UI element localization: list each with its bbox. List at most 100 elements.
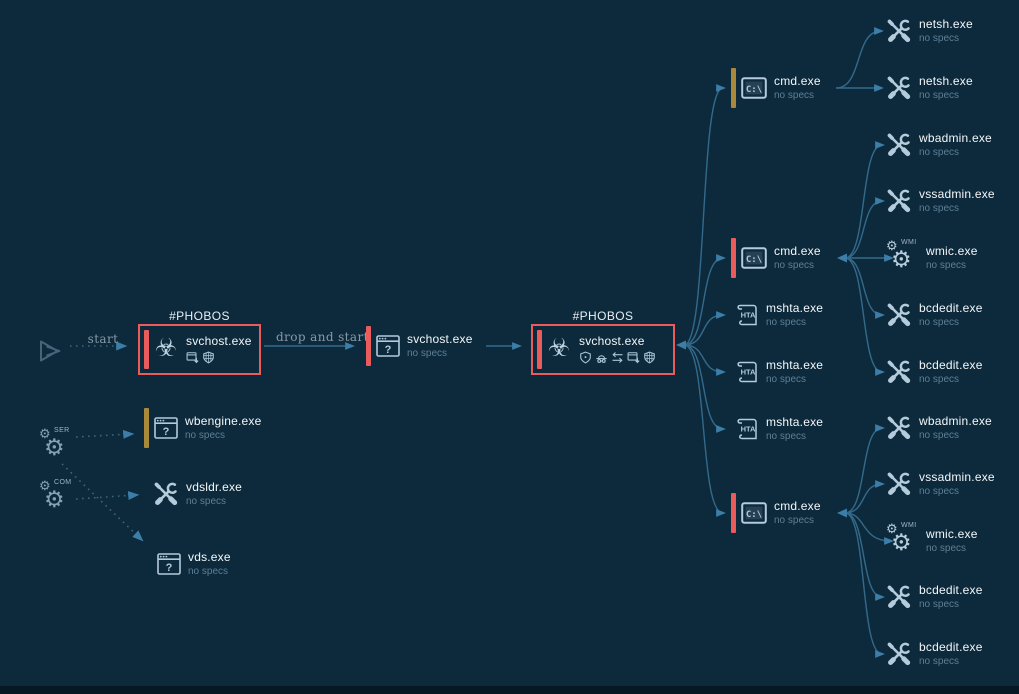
- process-name: mshta.exe: [766, 357, 824, 372]
- process-node-cmd-1[interactable]: cmd.exe no specs: [731, 68, 821, 108]
- ser-label: SER: [54, 427, 70, 434]
- process-name: wbadmin.exe: [919, 413, 992, 428]
- process-specs: no specs: [766, 374, 807, 386]
- process-node-mshta-2[interactable]: mshta.exe no specs: [733, 352, 823, 392]
- tools-icon: [886, 415, 912, 441]
- process-name: bcdedit.exe: [919, 639, 983, 654]
- process-node-wmic-1[interactable]: ⚙⚙WMI wmic.exe no specs: [886, 238, 978, 278]
- process-node-cmd-3[interactable]: cmd.exe no specs: [731, 493, 821, 533]
- process-name: vssadmin.exe: [919, 186, 995, 201]
- process-specs: no specs: [774, 260, 815, 272]
- process-specs: no specs: [919, 33, 960, 45]
- process-name: cmd.exe: [774, 498, 821, 513]
- process-specs: no specs: [926, 543, 967, 555]
- process-node-wmic-2[interactable]: ⚙⚙WMI wmic.exe no specs: [886, 521, 978, 561]
- bottom-edge-strip: [0, 686, 1019, 694]
- process-name: netsh.exe: [919, 16, 973, 31]
- tools-icon: [886, 584, 912, 610]
- wmi-label: WMI: [901, 522, 917, 529]
- process-node-vds[interactable]: vds.exe no specs: [157, 544, 231, 584]
- malware-tag: #PHOBOS: [572, 309, 634, 323]
- process-badges: [579, 351, 656, 364]
- process-name: wmic.exe: [926, 526, 978, 541]
- process-name: vds.exe: [188, 549, 231, 564]
- process-specs: no specs: [919, 374, 960, 386]
- window-question-icon: [157, 553, 181, 575]
- alert-bar: [731, 493, 736, 533]
- run-root-node: [38, 331, 64, 371]
- tools-icon: [886, 359, 912, 385]
- process-node-svchost-phobos-2[interactable]: #PHOBOS ☣ svchost.exe: [531, 309, 675, 375]
- hta-scroll-icon: [733, 303, 759, 327]
- process-specs: no specs: [186, 496, 227, 508]
- process-name: cmd.exe: [774, 73, 821, 88]
- process-specs: no specs: [919, 599, 960, 611]
- process-node-svchost-phobos-1[interactable]: #PHOBOS ☣ svchost.exe: [138, 309, 261, 375]
- process-node-wbadmin-1[interactable]: wbadmin.exe no specs: [886, 125, 992, 165]
- alert-bar: [731, 238, 736, 278]
- process-node-svchost-2[interactable]: svchost.exe no specs: [366, 326, 473, 366]
- process-node-mshta-1[interactable]: mshta.exe no specs: [733, 295, 823, 335]
- process-specs: no specs: [919, 147, 960, 159]
- process-node-vssadmin-1[interactable]: vssadmin.exe no specs: [886, 181, 995, 221]
- edge-label-drop-and-start: drop and start: [276, 330, 369, 344]
- process-specs: no specs: [919, 430, 960, 442]
- process-specs: no specs: [774, 515, 815, 527]
- process-name: mshta.exe: [766, 414, 824, 429]
- process-node-bcdedit-2[interactable]: bcdedit.exe no specs: [886, 352, 983, 392]
- process-node-netsh-2[interactable]: netsh.exe no specs: [886, 68, 973, 108]
- swap-arrows-icon: [611, 351, 624, 364]
- tools-icon: [886, 75, 912, 101]
- process-name: mshta.exe: [766, 300, 824, 315]
- process-specs: no specs: [919, 317, 960, 329]
- biohazard-icon: ☣: [154, 334, 178, 362]
- process-specs: no specs: [774, 90, 815, 102]
- process-node-vssadmin-2[interactable]: vssadmin.exe no specs: [886, 464, 995, 504]
- com-root-node[interactable]: ⚙⚙COM: [39, 478, 72, 520]
- cmd-icon: [741, 247, 767, 269]
- process-node-mshta-3[interactable]: mshta.exe no specs: [733, 409, 823, 449]
- tools-icon: [886, 641, 912, 667]
- process-node-bcdedit-4[interactable]: bcdedit.exe no specs: [886, 634, 983, 674]
- process-node-netsh-1[interactable]: netsh.exe no specs: [886, 11, 973, 51]
- tools-icon: [886, 471, 912, 497]
- process-name: svchost.exe: [186, 333, 252, 348]
- process-node-vdsldr[interactable]: vdsldr.exe no specs: [153, 474, 242, 514]
- gears-icon: ⚙⚙COM: [39, 478, 72, 512]
- process-specs: no specs: [188, 566, 229, 578]
- process-node-wbengine[interactable]: wbengine.exe no specs: [144, 408, 261, 448]
- stealing-icon: [595, 351, 608, 364]
- process-specs: no specs: [919, 90, 960, 102]
- process-node-cmd-2[interactable]: cmd.exe no specs: [731, 238, 821, 278]
- window-question-icon: [376, 335, 400, 357]
- process-badges: [186, 351, 252, 364]
- process-node-bcdedit-3[interactable]: bcdedit.exe no specs: [886, 577, 983, 617]
- process-specs: no specs: [919, 203, 960, 215]
- process-specs: no specs: [185, 430, 226, 442]
- process-node-bcdedit-1[interactable]: bcdedit.exe no specs: [886, 295, 983, 335]
- process-specs: no specs: [919, 486, 960, 498]
- process-node-wbadmin-2[interactable]: wbadmin.exe no specs: [886, 408, 992, 448]
- alert-bar: [144, 330, 149, 369]
- checkered-shield-icon: [643, 351, 656, 364]
- alert-bar: [366, 326, 371, 366]
- checkered-shield-icon: [202, 351, 215, 364]
- hta-scroll-icon: [733, 360, 759, 384]
- drops-exe-icon: [186, 351, 199, 364]
- process-specs: no specs: [766, 431, 807, 443]
- com-label: COM: [54, 479, 72, 486]
- process-name: bcdedit.exe: [919, 582, 983, 597]
- process-name: svchost.exe: [407, 331, 473, 346]
- tools-icon: [153, 481, 179, 507]
- run-icon: [38, 338, 64, 364]
- tools-icon: [886, 302, 912, 328]
- process-name: netsh.exe: [919, 73, 973, 88]
- malware-tag: #PHOBOS: [169, 309, 230, 323]
- process-name: cmd.exe: [774, 243, 821, 258]
- process-specs: no specs: [926, 260, 967, 272]
- warning-bar: [144, 408, 149, 448]
- services-root-node[interactable]: ⚙⚙SER: [39, 427, 72, 468]
- process-name: bcdedit.exe: [919, 357, 983, 372]
- process-name: wmic.exe: [926, 243, 978, 258]
